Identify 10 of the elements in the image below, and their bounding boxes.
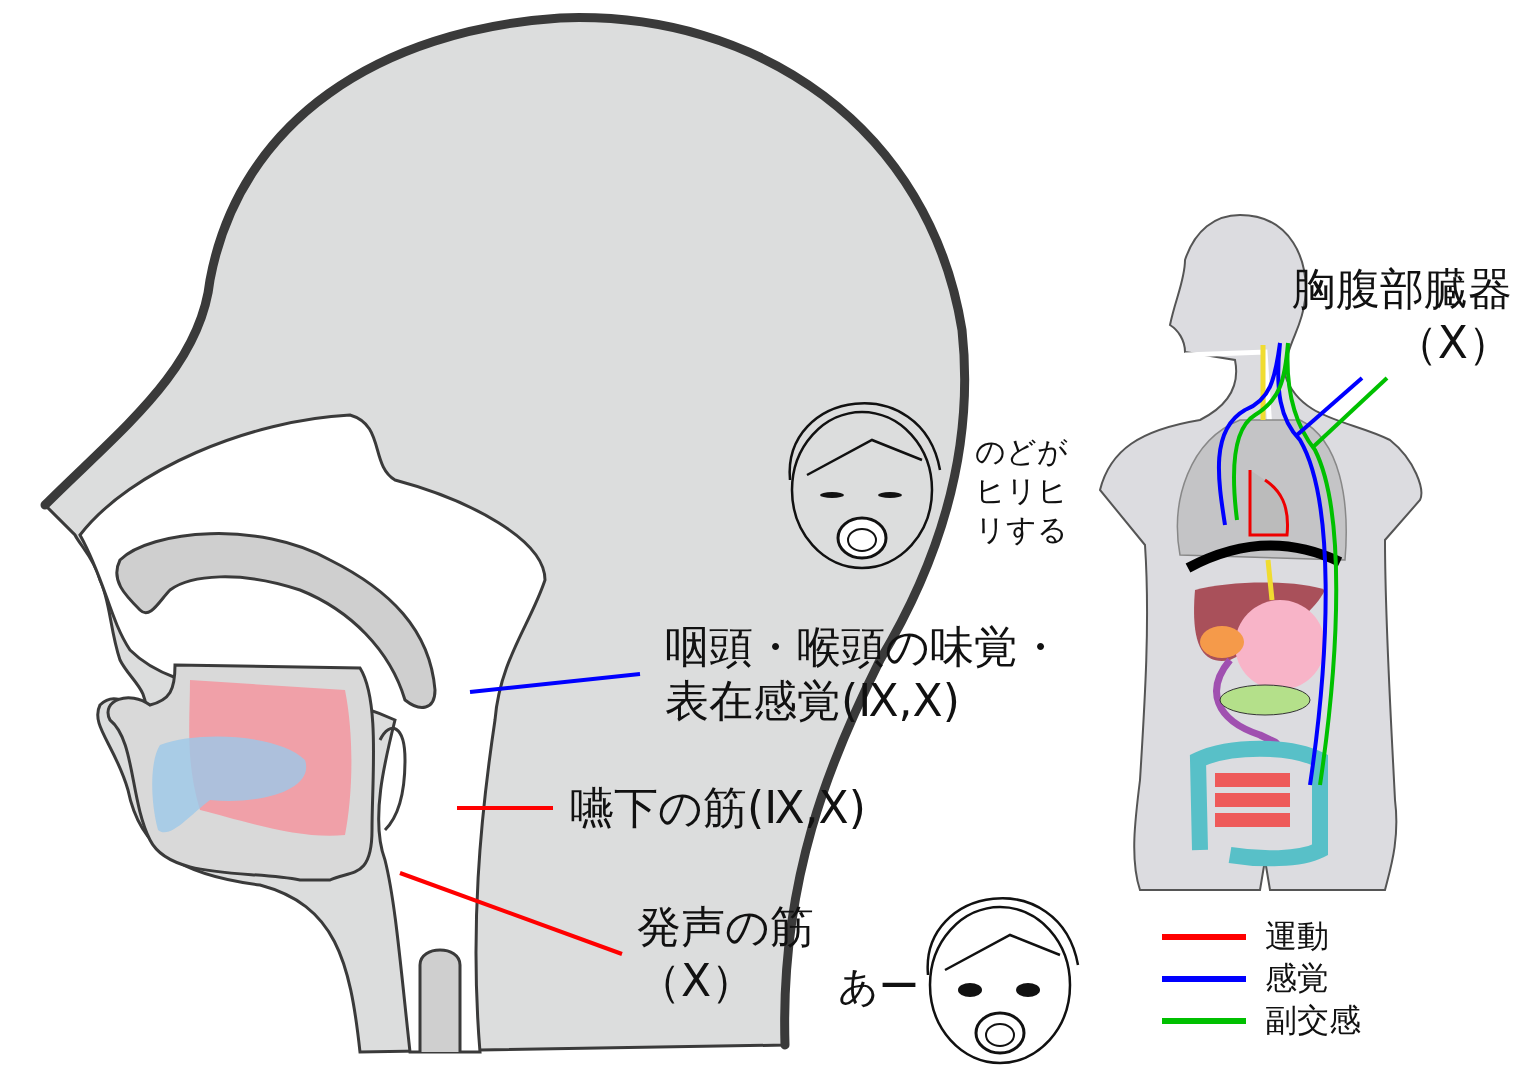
leader-line: [469, 672, 641, 694]
leader-line: [1310, 376, 1389, 450]
leader-line: [1295, 376, 1364, 437]
legend-label: 感覚: [1265, 958, 1329, 999]
handwritten-note: のどがヒリヒリする: [975, 433, 1069, 549]
leader-line: [399, 871, 623, 956]
legend-label: 副交感: [1265, 1000, 1361, 1041]
handwritten-note: あー: [838, 962, 919, 1011]
legend-label: 運動: [1265, 916, 1329, 957]
leader-line: [457, 806, 553, 810]
